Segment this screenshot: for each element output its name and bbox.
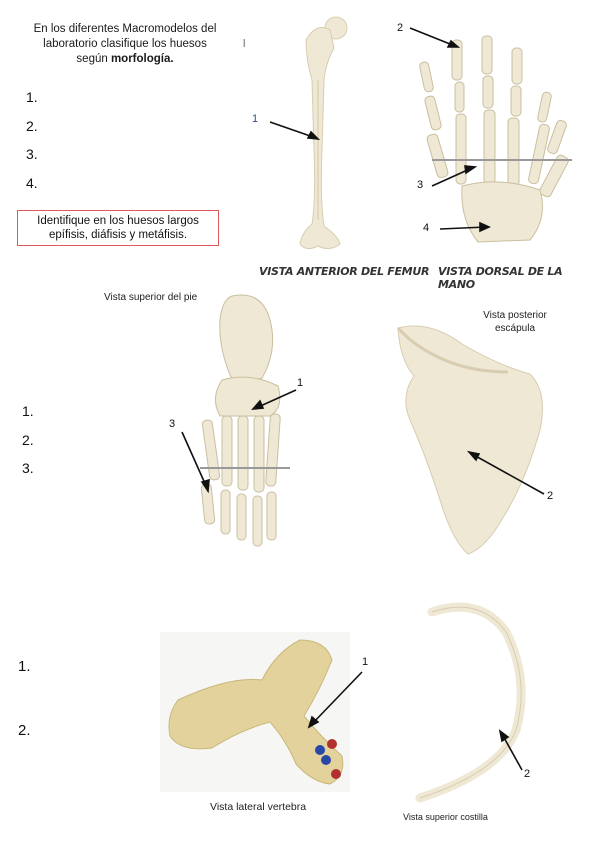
mid-list-item-3: 3. [22,460,34,476]
top-list-item-1: 1. [26,89,38,105]
top-list-item-2: 2. [26,118,38,134]
instructions-line-3: según morfología. [18,52,232,67]
scapula-caption-line-2: escápula [494,323,536,334]
instructions-line-2: laboratorio clasifique los huesos [43,38,207,50]
foot-label-3: 3 [169,418,176,430]
bottom-list-item-1: 1. [18,658,31,675]
bottom-list-item-2: 2. [18,722,31,739]
foot-image [200,294,290,547]
hand-label-4: 4 [423,222,430,234]
vertebra-label-1: 1 [362,656,369,668]
box-line-2: epífisis, diáfisis y metáfisis. [48,229,188,241]
long-bones-instruction-box: Identifique en los huesos largos epífisi… [17,210,219,246]
arrows [181,27,545,771]
femur-caption: VISTA ANTERIOR DEL FEMUR [259,265,430,278]
femur-image [299,16,348,250]
hand-caption: VISTA DORSAL DE LA MANO [438,265,563,291]
hand-label-2: 2 [397,22,404,34]
scapula-image [396,325,543,555]
mid-list-item-2: 2. [22,432,34,448]
top-list-item-4: 4. [26,175,38,191]
stray-mark: l [243,38,246,50]
mid-list-item-1: 1. [22,403,34,419]
scapula-caption: Vista posterior escápula [470,309,560,335]
scapula-label-2: 2 [547,490,554,502]
instructions-prefix: según [76,53,111,65]
rib-label-2: 2 [524,768,531,780]
hand-image [419,35,572,243]
foot-label-1: 1 [297,377,304,389]
vertebra-image [160,632,350,792]
scapula-caption-line-1: Vista posterior [483,310,547,321]
instructions-text: En los diferentes Macromodelos del labor… [18,22,232,67]
instructions-bold: morfología. [110,53,174,65]
foot-caption: Vista superior del pie [104,292,198,303]
box-line-1: Identifique en los huesos largos [37,215,199,227]
top-list-item-3: 3. [26,146,38,162]
instructions-line-1: En los diferentes Macromodelos del [33,23,217,35]
rib-caption: Vista superior costilla [403,812,488,822]
rib-image [415,602,526,803]
hand-label-3: 3 [417,179,424,191]
vertebra-caption: Vista lateral vertebra [210,801,307,813]
femur-label-1: 1 [252,113,259,125]
